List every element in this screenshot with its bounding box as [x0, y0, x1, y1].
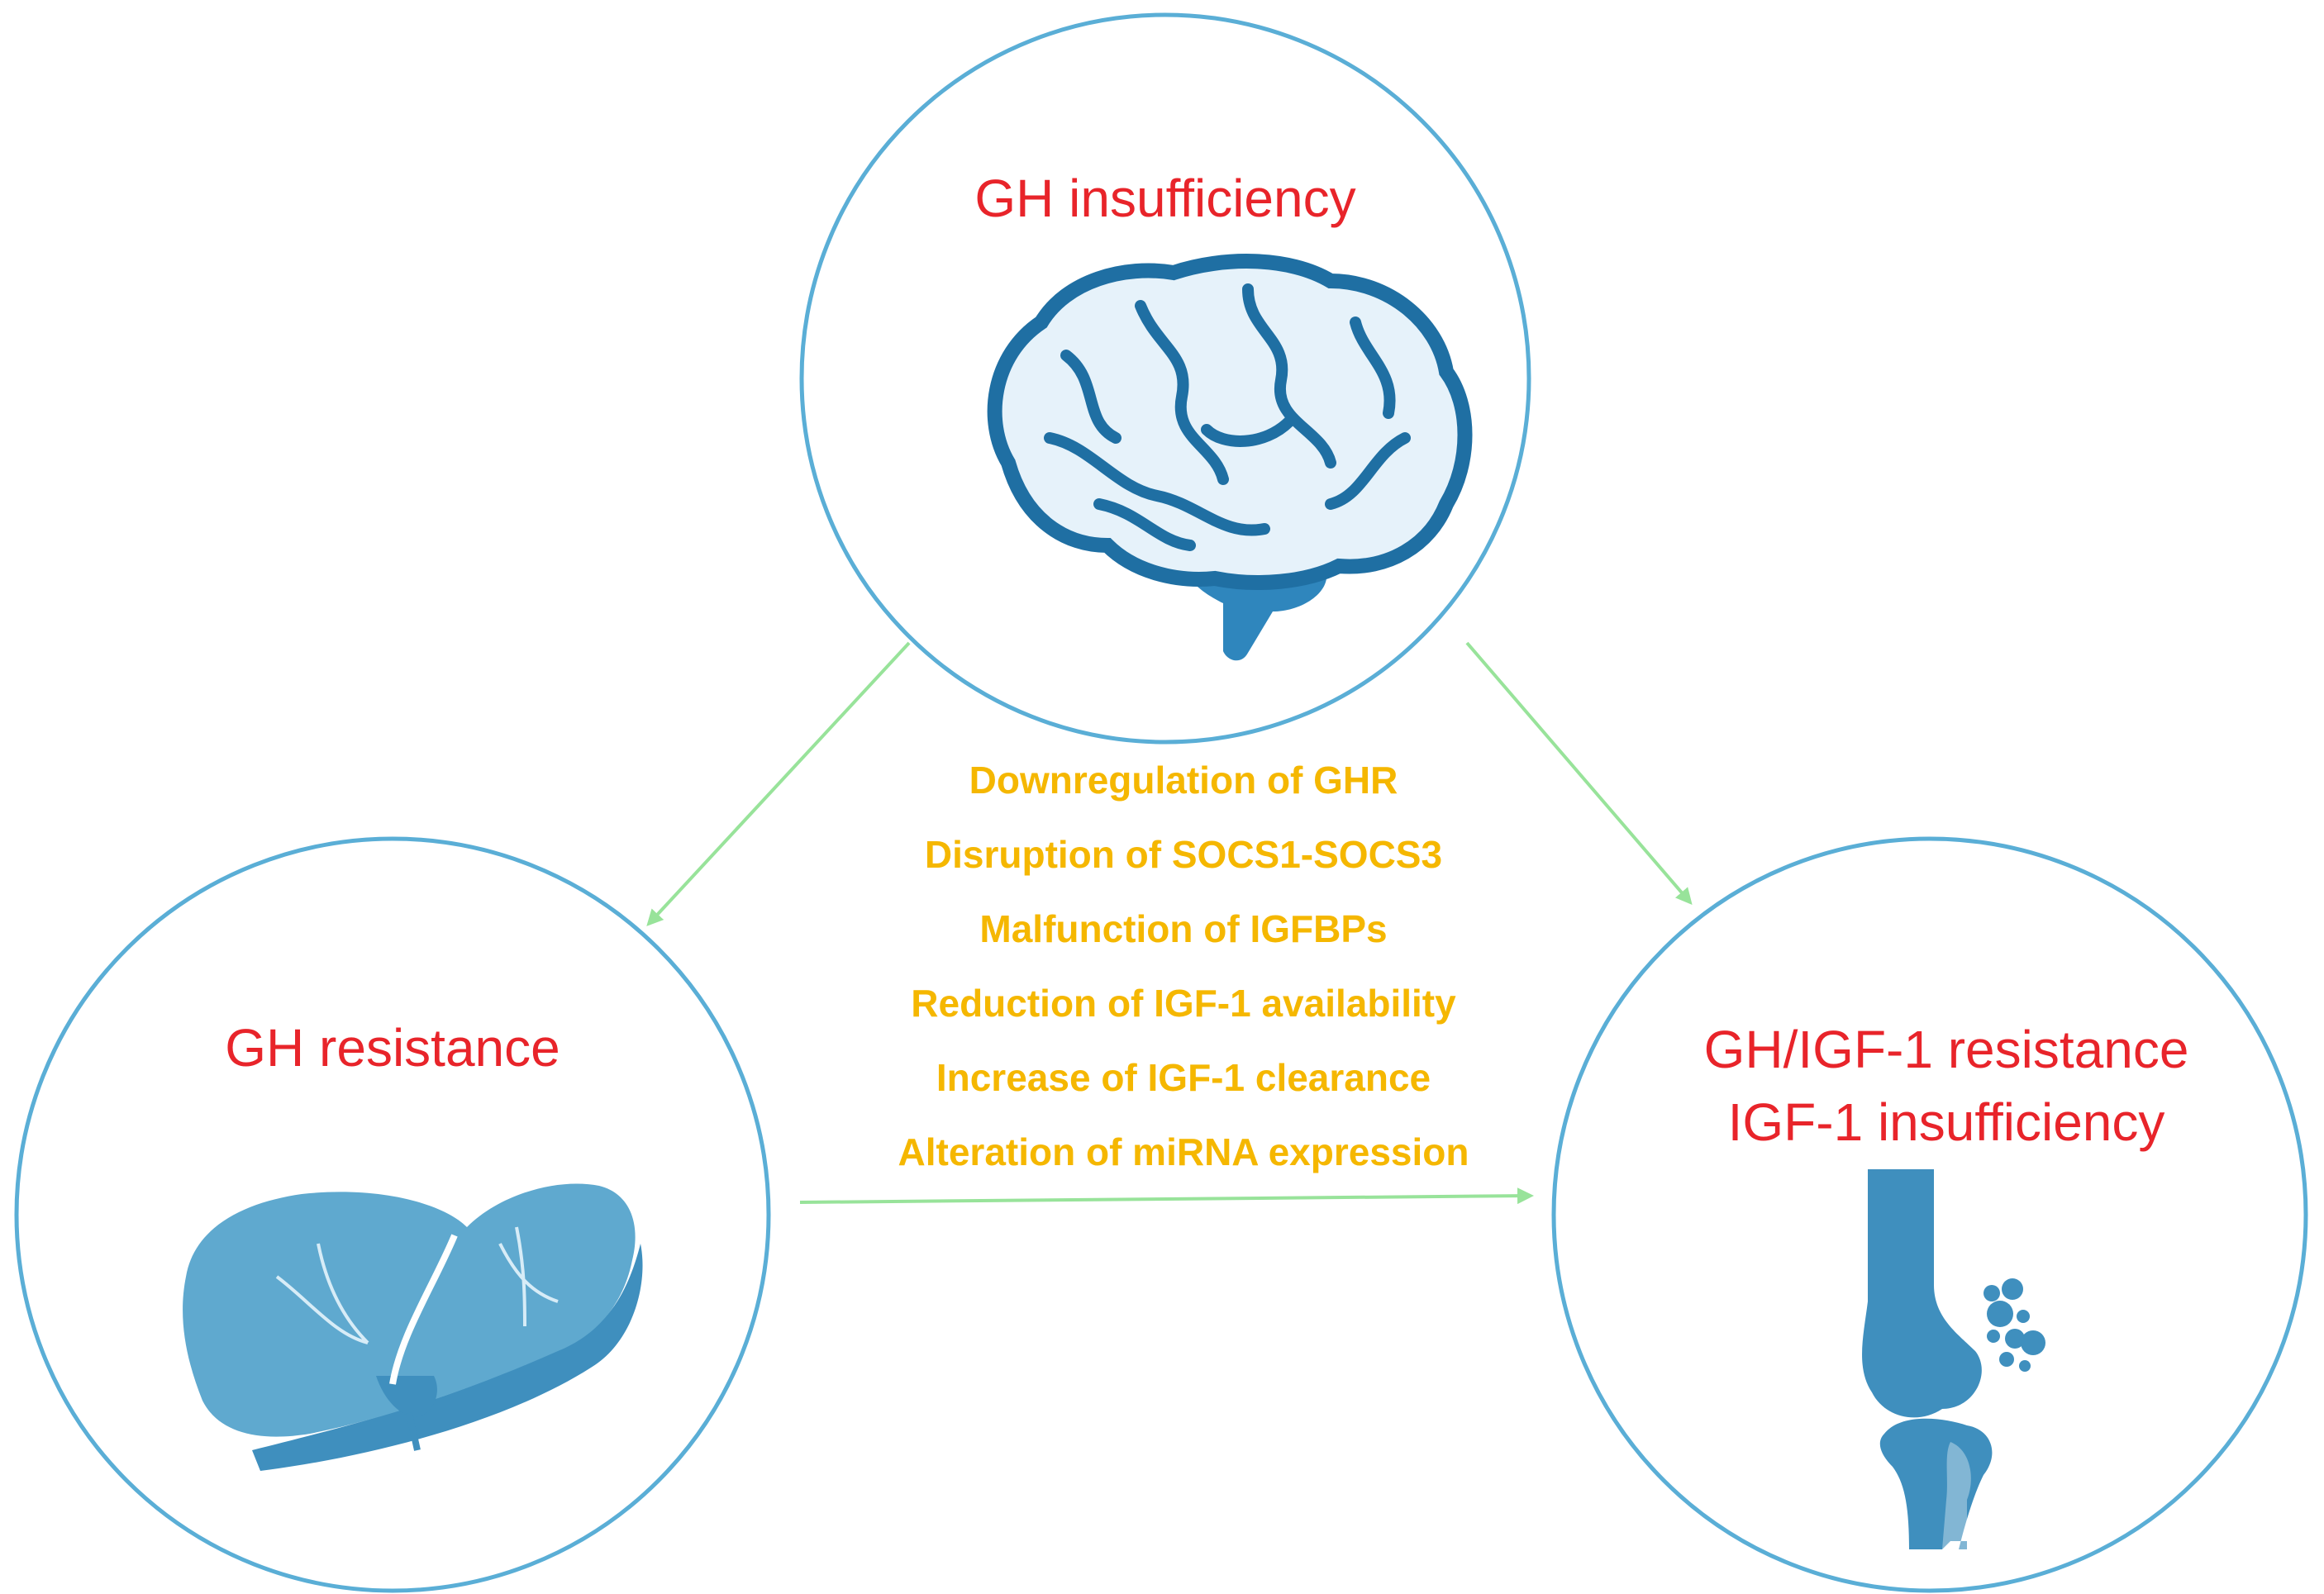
- node-title-line2: IGF-1 insufficiency: [1728, 1092, 2165, 1152]
- knee-joint-icon: [1862, 1169, 2045, 1549]
- arrow-insufficiency-to-resistance: [646, 641, 911, 926]
- node-gh-resistance: GH resistance: [14, 836, 771, 1593]
- brain-icon: [987, 254, 1473, 661]
- mechanism-list: Downregulation of GHR Disruption of SOCS…: [898, 759, 1469, 1173]
- arrow-insufficiency-to-igf1: [1465, 641, 1693, 906]
- node-title-line1: GH/IGF-1 resistance: [1704, 1020, 2189, 1079]
- liver-icon: [183, 1183, 643, 1471]
- mechanism-item: Alteration of miRNA expression: [898, 1130, 1469, 1173]
- mechanism-item: Reduction of IGF-1 availability: [911, 982, 1456, 1025]
- mechanism-item: Increase of IGF-1 clearance: [936, 1056, 1431, 1099]
- node-igf1-resistance: GH/IGF-1 resistance IGF-1 insufficiency: [1551, 836, 2308, 1593]
- node-title: GH resistance: [225, 1018, 560, 1078]
- node-gh-insufficiency: GH insufficiency: [799, 12, 1531, 745]
- mechanism-item: Malfunction of IGFBPs: [979, 907, 1387, 950]
- arrow-resistance-to-igf1: [799, 1187, 1534, 1205]
- mechanism-item: Downregulation of GHR: [969, 759, 1398, 802]
- mechanism-item: Disruption of SOCS1-SOCS3: [925, 833, 1442, 876]
- node-title: GH insufficiency: [974, 169, 1355, 228]
